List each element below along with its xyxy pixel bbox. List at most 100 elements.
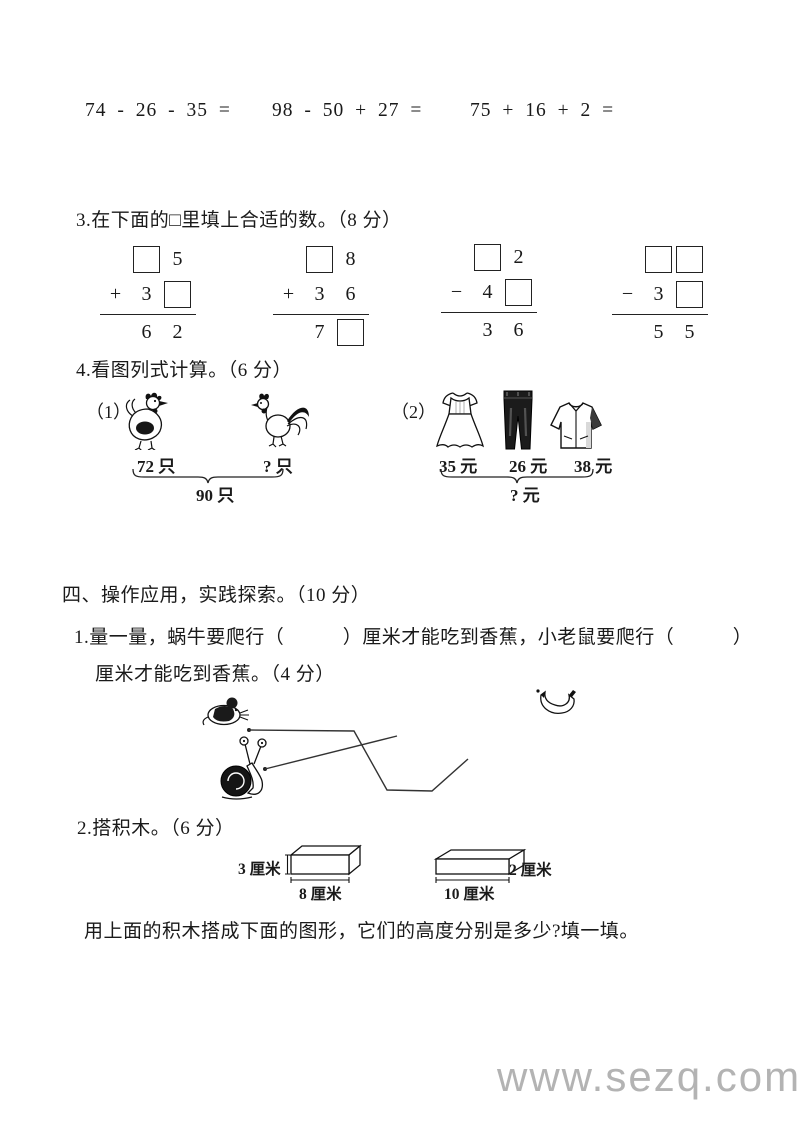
operator: + [109,283,122,305]
fill-in-box [337,319,364,346]
section4-q2-title: 2.搭积木。（6 分） [77,818,235,839]
q3-title: 3.在下面的□里填上合适的数。（8 分） [76,210,402,231]
jacket-icon [550,402,602,449]
column-row: −3 [612,277,708,312]
answer-line [441,312,537,313]
section4-q1-line1: 1.量一量，蜗牛要爬行（ ）厘米才能吃到香蕉，小老鼠要爬行（ ） [74,627,753,648]
fill-in-box-cell [503,275,534,310]
digit-cell: 3 [653,283,664,305]
digit-cell: 2 [513,246,524,268]
mouse-path-line [247,728,469,792]
digit-cell: 2 [172,321,183,343]
mouse-icon [202,697,249,726]
digit-cell [612,315,643,350]
column-row: −4 [441,275,537,310]
digit-cell: 6 [345,283,356,305]
cuboid-block1-icon [285,844,362,883]
fill-in-box-cell [304,242,335,277]
column-row: 2 [441,240,537,275]
column-row [612,242,708,277]
digit-cell: 5 [653,321,664,343]
column-row: 5 [100,242,196,277]
block2-height-label: 2 厘米 [509,862,552,879]
jeans-icon [503,390,533,450]
block2-width-label: 10 厘米 [444,886,495,903]
digit-cell [441,240,472,275]
dress-price-label: 35 元 [439,457,478,476]
cuboid-block2-icon [433,848,527,883]
answer-line [612,314,708,315]
answer-line [100,314,196,315]
digit-cell [441,313,472,348]
fill-in-box [474,244,501,271]
fill-in-box [676,246,703,273]
fill-in-box-cell [162,277,193,312]
section4-q2-footer: 用上面的积木搭成下面的图形，它们的高度分别是多少?填一填。 [84,921,639,942]
q4-part2-label: （2） [391,402,436,422]
digit-cell: 6 [513,319,524,341]
clothes-total-label: ? 元 [510,486,540,505]
measuring-scene [202,689,576,800]
digit-cell [273,242,304,277]
rooster-count-label: ? 只 [263,457,293,476]
operator: − [621,283,634,305]
answer-line [273,314,369,315]
fill-in-box-cell [131,242,162,277]
digit-cell [100,315,131,350]
digit-cell: 5 [684,321,695,343]
block1-height-label: 3 厘米 [238,861,281,878]
fill-in-box-cell [674,277,705,312]
q4-part1-label: （1） [86,402,131,422]
snail-path-line [263,735,398,771]
fill-in-box [645,246,672,273]
operator: + [282,283,295,305]
hen-total-label: 90 只 [196,486,235,505]
column-row: +3 [100,277,196,312]
jeans-price-label: 26 元 [509,457,548,476]
column-row: 8 [273,242,369,277]
digit-cell [612,242,643,277]
column-row: 7 [273,315,369,350]
digit-cell: 6 [141,321,152,343]
fill-in-box [164,281,191,308]
fill-in-box-cell [674,242,705,277]
q4-title: 4.看图列式计算。（6 分） [76,360,293,381]
hen-count-label: 72 只 [137,457,176,476]
digit-cell: 3 [141,283,152,305]
watermark: www.sezq.com [497,1053,800,1100]
jacket-price-label: 38 元 [574,457,613,476]
operator: − [450,281,463,303]
digit-cell [273,315,304,350]
calc-expression-1: 74 - 26 - 35 = [85,100,231,121]
digit-cell [100,242,131,277]
fill-in-box-cell [472,240,503,275]
digit-cell: 5 [172,248,183,270]
fill-in-box [505,279,532,306]
dress-icon [436,392,485,448]
underbrace-icon [440,468,594,484]
digit-cell: 4 [482,281,493,303]
fill-in-box-cell [335,315,366,350]
underbrace-icon [132,468,284,484]
snail-icon [220,736,267,800]
calc-expression-2: 98 - 50 + 27 = [272,100,423,121]
rooster-icon [251,393,309,448]
digit-cell: 3 [482,319,493,341]
banana-icon [536,689,576,714]
hen-icon [125,392,168,450]
fill-in-box [133,246,160,273]
calc-expression-3: 75 + 16 + 2 = [470,100,615,121]
block1-width-label: 8 厘米 [299,886,342,903]
digit-cell: 8 [345,248,356,270]
fill-in-box-cell [643,242,674,277]
digit-cell: 7 [314,321,325,343]
section4-q1-line2: 厘米才能吃到香蕉。（4 分） [95,664,335,685]
